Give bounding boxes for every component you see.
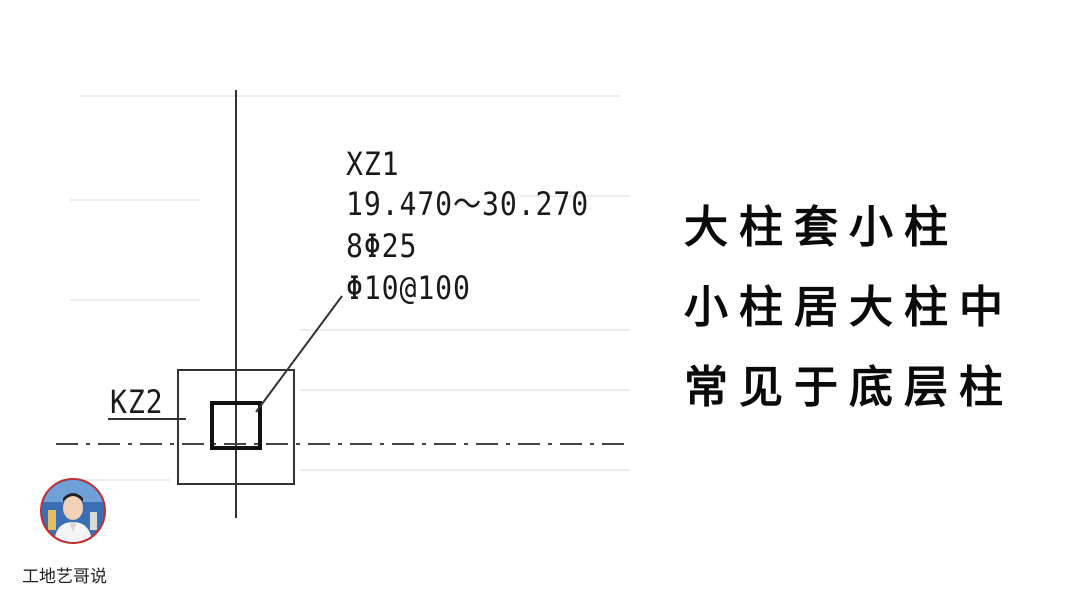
slogan-line-2: 小柱居大柱中 (684, 282, 1014, 333)
author-name: 工地艺哥说 (22, 567, 107, 587)
label-xz1: XZ1 (346, 145, 400, 183)
label-longitudinal-rebar: 8Φ25 (346, 227, 418, 265)
structural-drawing: XZ1 19.470～30.270 8Φ25 Φ10@100 KZ2 (56, 90, 632, 518)
background-noise (60, 95, 630, 481)
label-kz2: KZ2 (110, 383, 164, 421)
label-elevation-range: 19.470～30.270 (346, 185, 590, 223)
inner-column-xz1 (210, 401, 262, 450)
drawing-lines (56, 90, 632, 518)
avatar-portrait-icon (42, 480, 104, 542)
outer-column-kz2 (177, 369, 295, 485)
slogan-line-1: 大柱套小柱 (684, 202, 959, 253)
label-stirrup: Φ10@100 (346, 269, 471, 307)
author-avatar (40, 478, 106, 544)
leader-line (255, 295, 343, 413)
slogan-line-3: 常见于底层柱 (684, 362, 1014, 413)
